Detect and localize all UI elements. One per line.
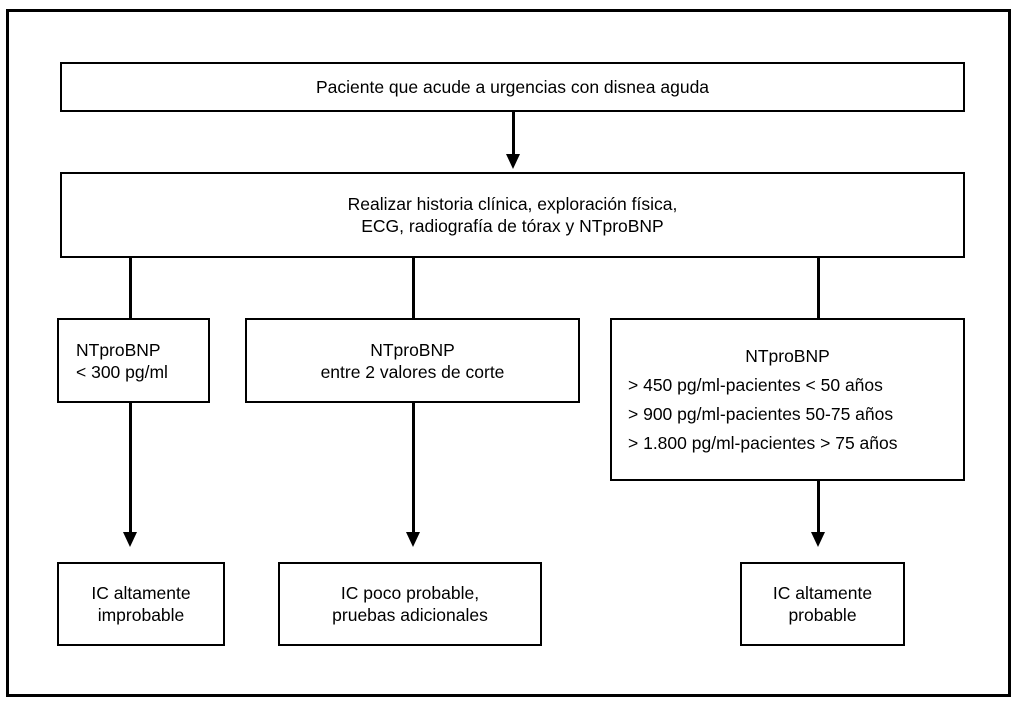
arrowhead-down-icon xyxy=(123,532,137,547)
connector-outcome-high xyxy=(817,480,820,533)
outcome-low-line2: improbable xyxy=(97,605,185,625)
outcome-mid-line1: IC poco probable, xyxy=(340,583,480,603)
branch-high-criterion-2: > 900 pg/ml-pacientes 50-75 años xyxy=(628,403,894,424)
branch-high-criterion-1: > 450 pg/ml-pacientes < 50 años xyxy=(628,374,883,395)
assessment-line1: Realizar historia clínica, exploración f… xyxy=(347,194,678,214)
branch-mid-box: NTproBNP entre 2 valores de corte xyxy=(245,318,580,403)
connector-outcome-low xyxy=(129,402,132,533)
branch-high-criterion-3: > 1.800 pg/ml-pacientes > 75 años xyxy=(628,432,898,453)
outcome-mid-line2: pruebas adicionales xyxy=(332,605,488,625)
entry-box-text: Paciente que acude a urgencias con disne… xyxy=(315,77,710,97)
outcome-high-line2: probable xyxy=(788,605,857,625)
connector-outcome-mid xyxy=(412,402,415,533)
arrowhead-down-icon xyxy=(811,532,825,547)
branch-mid-line2: entre 2 valores de corte xyxy=(320,361,505,382)
connector-entry-to-assessment xyxy=(512,112,515,156)
connector-branch-mid xyxy=(412,257,415,319)
entry-box: Paciente que acude a urgencias con disne… xyxy=(60,62,965,112)
outcome-high-box: IC altamente probable xyxy=(740,562,905,646)
outcome-low-box: IC altamente improbable xyxy=(57,562,225,646)
outcome-mid-box: IC poco probable, pruebas adicionales xyxy=(278,562,542,646)
branch-low-line1: NTproBNP xyxy=(76,339,161,360)
branch-mid-line1: NTproBNP xyxy=(370,339,455,360)
branch-high-title: NTproBNP xyxy=(745,345,830,366)
connector-branch-high xyxy=(817,257,820,319)
arrowhead-down-icon xyxy=(406,532,420,547)
branch-low-line2: < 300 pg/ml xyxy=(76,361,168,382)
connector-branch-low xyxy=(129,257,132,319)
outcome-low-line1: IC altamente xyxy=(91,583,191,603)
assessment-line2: ECG, radiografía de tórax y NTproBNP xyxy=(361,216,664,236)
branch-low-box: NTproBNP < 300 pg/ml xyxy=(57,318,210,403)
assessment-box: Realizar historia clínica, exploración f… xyxy=(60,172,965,258)
arrowhead-down-icon xyxy=(506,154,520,169)
outcome-high-line1: IC altamente xyxy=(772,583,873,603)
branch-high-box: NTproBNP > 450 pg/ml-pacientes < 50 años… xyxy=(610,318,965,481)
